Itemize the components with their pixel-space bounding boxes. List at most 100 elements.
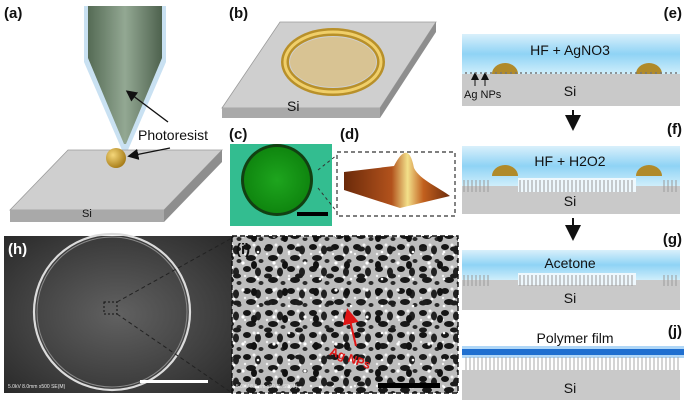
ag-np-dot [640, 72, 642, 74]
ag-np-dot [525, 72, 527, 74]
sem-ring-h-inner [36, 236, 188, 388]
polymer-film-label: Polymer film [536, 330, 613, 346]
ag-np-dot [615, 72, 617, 74]
ag-np-dot [600, 72, 602, 74]
panel-label-e: (e) [664, 5, 682, 22]
ag-np-dot [515, 72, 517, 74]
substrate-side-a [164, 150, 222, 222]
ag-nps-arrow [342, 308, 359, 347]
optical-dot [244, 147, 310, 213]
sem-zoom-box [103, 301, 118, 315]
panel-i: (i) Ag NPs 5.0kV 8.0mm x50.0k SE(M) [231, 235, 459, 394]
panel-c: (c) [229, 126, 332, 226]
ag-np-dot [495, 72, 497, 74]
panel-d: (d) [317, 126, 456, 217]
panel-e: (e) HF + AgNO3 Ag NPs Si [462, 5, 682, 106]
ag-np-dot [590, 72, 592, 74]
si-label-e: Si [564, 83, 576, 99]
arrow-to-droplet [127, 147, 171, 160]
ag-np-dot [675, 72, 677, 74]
si-block-e [462, 74, 680, 106]
ag-np-dot [465, 72, 467, 74]
panel-label-j: (j) [668, 323, 682, 340]
zoom-line-h-i-bottom [116, 313, 233, 394]
ag-np-dot [645, 72, 647, 74]
droplet-right-f [636, 165, 662, 176]
ag-np-dot [595, 72, 597, 74]
ag-np-dot [665, 72, 667, 74]
panel-label-a: (a) [4, 5, 22, 22]
ag-np-dot [565, 72, 567, 74]
scale-bar-c [297, 212, 328, 216]
ag-np-dot [545, 72, 547, 74]
zoom-line-c-d-bottom [317, 187, 338, 213]
panel-h: (h) 5.0kV 8.0mm x500 SE(M) [4, 232, 232, 393]
ag-np-dot [490, 72, 492, 74]
ag-np-dot [585, 72, 587, 74]
sem-image-i-overlay [232, 236, 458, 393]
photoresist-droplet [106, 148, 126, 168]
si-label-f: Si [564, 193, 576, 209]
zoom-line-c-d-top [317, 154, 338, 171]
pen-tip [88, 6, 162, 144]
sem-caption-i: 5.0kV 8.0mm x50.0k SE(M) [236, 384, 297, 390]
panel-j: (j) Polymer film Si [462, 323, 684, 400]
panel-a: (a) Photoresist Si [4, 5, 223, 222]
ring-deposit-highlight [283, 30, 383, 94]
ag-np-dot [560, 72, 562, 74]
ag-np-dot [650, 72, 652, 74]
panel-f: (f) HF + H2O2 Si [462, 121, 682, 214]
panel-g: (g) Acetone Si [462, 231, 682, 310]
ag-np-dot [520, 72, 522, 74]
sem-caption-h: 5.0kV 8.0mm x500 SE(M) [8, 384, 66, 390]
droplet-right-e [636, 63, 662, 74]
ag-np-dot [500, 72, 502, 74]
ag-np-dot [660, 72, 662, 74]
ag-np-dot [480, 72, 482, 74]
arrow-to-tip [125, 90, 169, 123]
ag-np-dot [570, 72, 572, 74]
panel-label-b: (b) [229, 5, 248, 22]
ag-np-dot [540, 72, 542, 74]
substrate-side-b [380, 22, 436, 118]
ag-np-dot [670, 72, 672, 74]
panel-label-h: (h) [8, 241, 27, 258]
ag-np-dot [625, 72, 627, 74]
ag-np-dot [510, 72, 512, 74]
sem-image-i-frame [231, 235, 459, 394]
si-block-j [462, 370, 680, 400]
ag-np-dot [485, 72, 487, 74]
afm-surface [344, 152, 450, 208]
si-label-j: Si [564, 380, 576, 396]
ag-np-dot [555, 72, 557, 74]
ag-np-dot [470, 72, 472, 74]
si-label-a: Si [82, 208, 92, 220]
droplet-left-f [492, 165, 518, 176]
ag-np-dot [635, 72, 637, 74]
panel-b: (b) Si [221, 5, 437, 118]
nanowire-layer [463, 72, 679, 370]
ag-np-dot [575, 72, 577, 74]
ag-np-dot [630, 72, 632, 74]
substrate-front-b [222, 108, 380, 118]
substrate-front-a [10, 210, 164, 222]
ag-np-dot [610, 72, 612, 74]
scale-bar-i [378, 383, 440, 388]
acetone-label: Acetone [544, 255, 596, 271]
ag-np-dot [620, 72, 622, 74]
ag-np-dot [505, 72, 507, 74]
sem-ring-h [32, 232, 192, 392]
ag-nps-label: Ag NPs [464, 89, 502, 101]
polymer-film [462, 349, 684, 355]
ring-interior [290, 37, 376, 87]
si-label-b: Si [287, 98, 299, 114]
droplet-left-e [492, 63, 518, 74]
ag-np-dot [530, 72, 532, 74]
ag-np-dot [605, 72, 607, 74]
ag-np-dot [475, 72, 477, 74]
ag-np-dot [580, 72, 582, 74]
panel-label-g: (g) [663, 231, 682, 248]
panel-label-d: (d) [340, 126, 359, 143]
hf-agno3-label: HF + AgNO3 [530, 42, 610, 58]
